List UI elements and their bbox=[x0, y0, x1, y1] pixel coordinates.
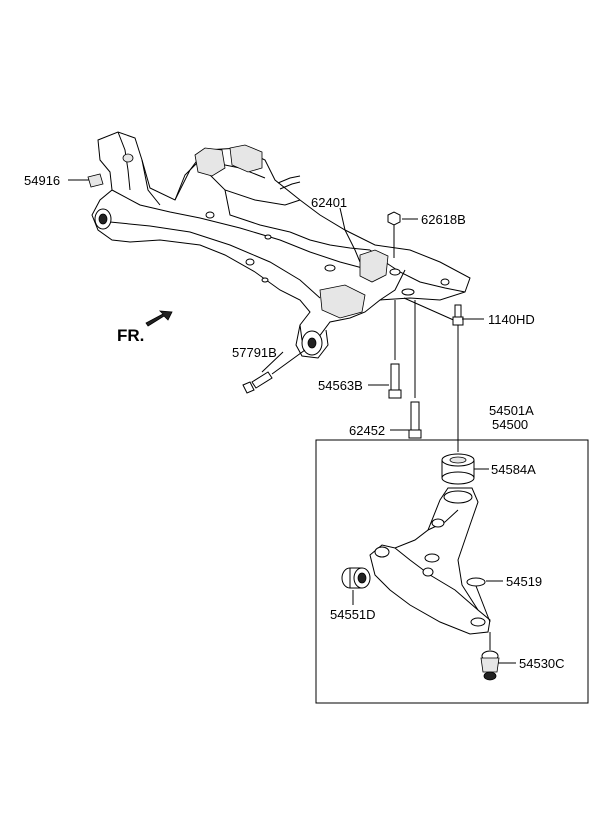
bushing-54584A bbox=[441, 453, 475, 485]
bolt-1140HD bbox=[403, 297, 464, 452]
bolt-54563B bbox=[388, 300, 402, 399]
label-54584A: 54584A bbox=[491, 462, 536, 477]
nut-62618B bbox=[387, 211, 401, 258]
lower-control-arm bbox=[369, 487, 491, 635]
front-arrow-icon bbox=[145, 310, 173, 327]
label-54530C: 54530C bbox=[519, 656, 565, 671]
label-54519: 54519 bbox=[506, 574, 542, 589]
label-62452: 62452 bbox=[349, 423, 385, 438]
label-1140HD: 1140HD bbox=[488, 312, 535, 327]
lower-arm-assembly-box bbox=[315, 439, 589, 704]
label-54500: 54500 bbox=[492, 417, 528, 432]
label-54563B: 54563B bbox=[318, 378, 363, 393]
front-subframe bbox=[91, 131, 471, 359]
front-direction-label: FR. bbox=[117, 326, 144, 345]
washer-54519 bbox=[466, 577, 491, 623]
bolt-57791B bbox=[242, 349, 306, 394]
label-62401: 62401 bbox=[311, 195, 347, 210]
ball-joint-54530C bbox=[480, 632, 500, 681]
bolt-62452 bbox=[408, 300, 422, 439]
label-54551D: 54551D bbox=[330, 607, 376, 622]
bushing-54551D bbox=[341, 567, 371, 589]
label-54916: 54916 bbox=[24, 173, 60, 188]
front-direction-indicator: FR. bbox=[117, 310, 173, 345]
leader-lines bbox=[68, 179, 516, 664]
label-54501A: 54501A bbox=[489, 403, 534, 418]
label-57791B: 57791B bbox=[232, 345, 277, 360]
clip-54916 bbox=[87, 173, 104, 188]
label-62618B: 62618B bbox=[421, 212, 466, 227]
